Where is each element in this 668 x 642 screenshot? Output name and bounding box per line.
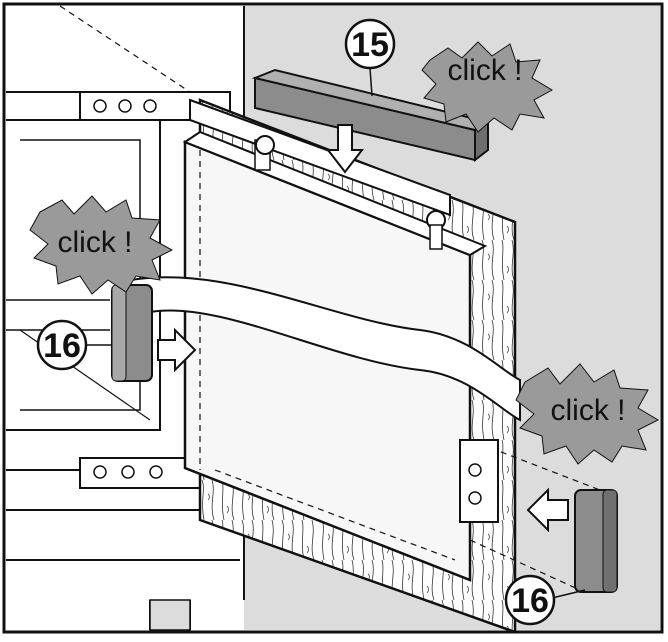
right-click-burst xyxy=(515,363,660,465)
svg-text:15: 15 xyxy=(351,26,389,64)
top-rail xyxy=(189,98,451,250)
right-click-label: click ! xyxy=(551,394,626,427)
callout-16-left: 16 xyxy=(36,319,112,371)
right-guide-line-2 xyxy=(469,539,581,591)
callout-15: 15 xyxy=(344,18,396,97)
left-arrow-icon xyxy=(526,487,569,533)
top-click-burst xyxy=(421,41,553,133)
right-cover-piece xyxy=(574,489,618,593)
top-click-label: click ! xyxy=(448,54,523,87)
left-click-burst xyxy=(29,195,174,295)
left-click-label: click ! xyxy=(58,226,133,259)
right-hinge-bracket xyxy=(459,439,499,523)
right-arrow-icon xyxy=(157,327,197,373)
left-cover-piece xyxy=(111,284,153,382)
callout-16-right: 16 xyxy=(504,574,586,626)
svg-text:16: 16 xyxy=(43,327,81,365)
down-arrow-icon xyxy=(325,124,365,174)
svg-text:16: 16 xyxy=(511,582,549,620)
